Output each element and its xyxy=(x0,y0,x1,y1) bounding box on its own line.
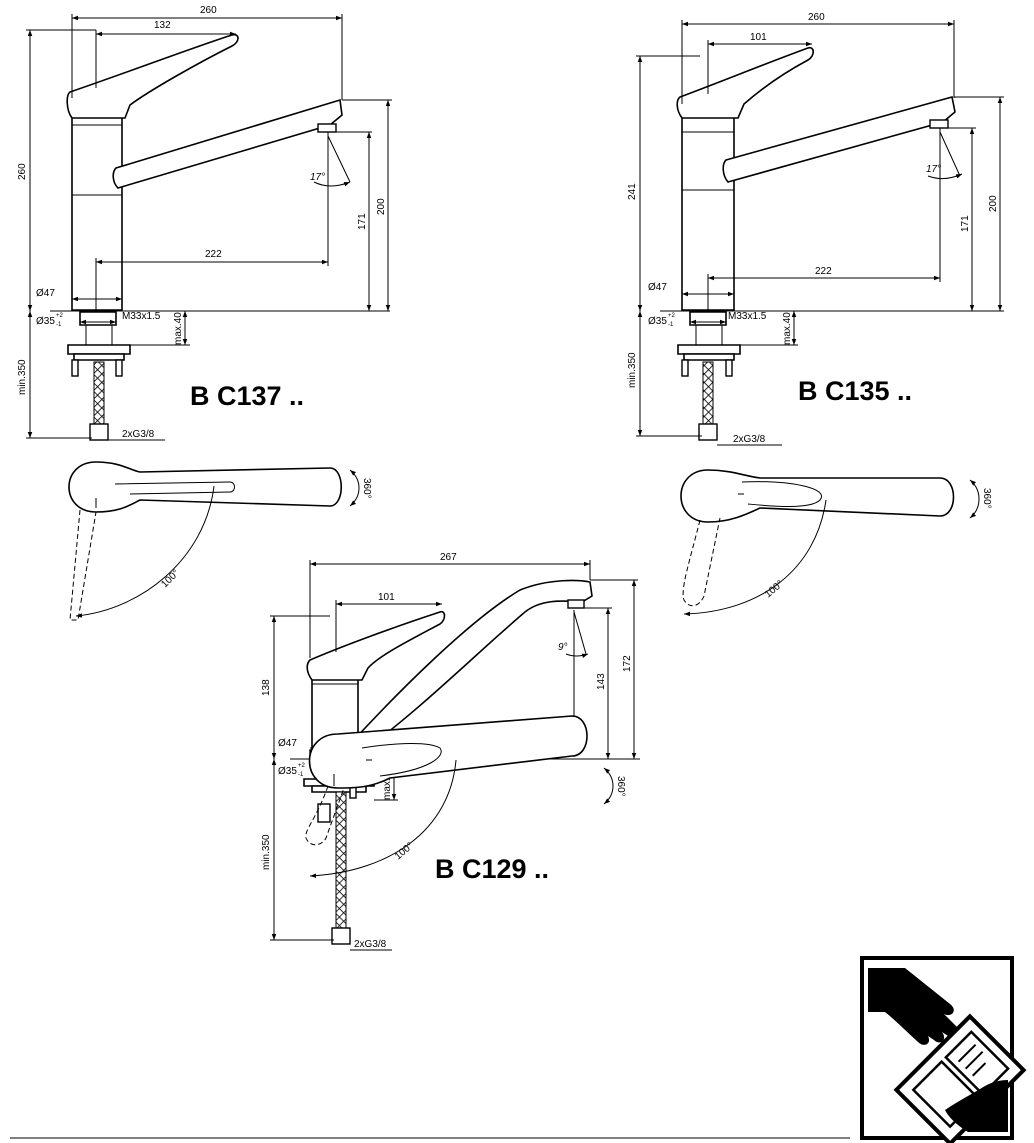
dim-connection: 2xG3/8 xyxy=(354,939,387,950)
model-label: B C129 .. xyxy=(435,854,549,884)
dim-outlet-height: 171 xyxy=(357,213,368,230)
hand-manual-icon xyxy=(860,956,1027,1143)
dim-min-hose: min.350 xyxy=(17,359,28,395)
dim-body-diameter: Ø47 xyxy=(278,738,297,749)
plan-rotation: 360° xyxy=(361,478,372,499)
drawing-b-c129: 267 101 138 172 143 228 9° Ø47 Ø35 +2 -1… xyxy=(261,552,640,951)
dim-handle-length: 132 xyxy=(154,20,171,31)
dim-thread: M33x1.5 xyxy=(728,311,767,322)
dim-height: 138 xyxy=(261,679,272,696)
dim-handle-length: 101 xyxy=(750,32,767,43)
dim-hole-diameter: Ø35 xyxy=(36,316,55,327)
dim-hole-diameter: Ø35 xyxy=(278,766,297,777)
model-label: B C137 .. xyxy=(190,381,304,411)
faucet-plan-view: 100° 360° xyxy=(680,469,992,617)
faucet-plan-view: 100° 360° xyxy=(305,715,626,878)
plan-handle-swing: 100° xyxy=(763,579,786,601)
dim-height: 241 xyxy=(627,183,638,200)
plan-rotation: 360° xyxy=(981,488,992,509)
dim-angle: 9° xyxy=(558,642,568,653)
faucet-plan-view: 100° 360° xyxy=(68,461,372,621)
dim-angle: 17° xyxy=(926,164,941,175)
faucet-side-view xyxy=(660,46,1004,441)
dim-outlet-height: 143 xyxy=(596,673,607,690)
plan-handle-swing: 100° xyxy=(159,568,181,590)
dim-handle-length: 101 xyxy=(378,592,395,603)
dim-hole-tol-plus: +2 xyxy=(56,313,64,319)
dim-connection: 2xG3/8 xyxy=(122,429,155,440)
model-label: B C135 .. xyxy=(798,376,912,406)
dim-angle: 17° xyxy=(310,172,325,183)
dim-spout-height: 200 xyxy=(988,195,999,212)
dim-hole-diameter: Ø35 xyxy=(648,316,667,327)
dim-max-thickness: max.40 xyxy=(782,312,793,345)
dim-spout-height: 200 xyxy=(376,198,387,215)
dim-min-hose: min.350 xyxy=(261,834,272,870)
dim-hole-tol-plus: +2 xyxy=(298,763,306,769)
dim-reach: 222 xyxy=(815,266,832,277)
dim-min-hose: min.350 xyxy=(627,352,638,388)
dim-body-diameter: Ø47 xyxy=(36,288,55,299)
dim-thread: M33x1.5 xyxy=(122,311,161,322)
dim-max-thickness: max.40 xyxy=(382,767,393,800)
dim-hole-tol-minus: -1 xyxy=(298,772,304,778)
dim-spout-height: 172 xyxy=(622,655,633,672)
dim-reach: 222 xyxy=(205,249,222,260)
dim-total-length: 260 xyxy=(808,12,825,23)
dim-total-length: 260 xyxy=(200,5,217,16)
plan-rotation: 360° xyxy=(615,776,626,797)
dim-body-diameter: Ø47 xyxy=(648,282,667,293)
dim-hole-tol-minus: -1 xyxy=(668,322,674,328)
dim-hole-tol-minus: -1 xyxy=(56,322,62,328)
dim-hole-tol-plus: +2 xyxy=(668,313,676,319)
dim-outlet-height: 171 xyxy=(960,215,971,232)
drawing-b-c137: 260 132 260 200 171 222 17° Ø47 Ø35 +2 -… xyxy=(17,5,392,621)
dim-connection: 2xG3/8 xyxy=(733,434,766,445)
dim-total-length: 267 xyxy=(440,552,457,563)
dim-max-thickness: max.40 xyxy=(173,312,184,345)
dim-height: 260 xyxy=(17,163,28,180)
faucet-side-view xyxy=(50,33,390,441)
plan-handle-swing: 100° xyxy=(393,841,416,863)
drawing-b-c135: 260 101 241 200 171 222 17° Ø47 Ø35 +2 -… xyxy=(627,12,1004,617)
